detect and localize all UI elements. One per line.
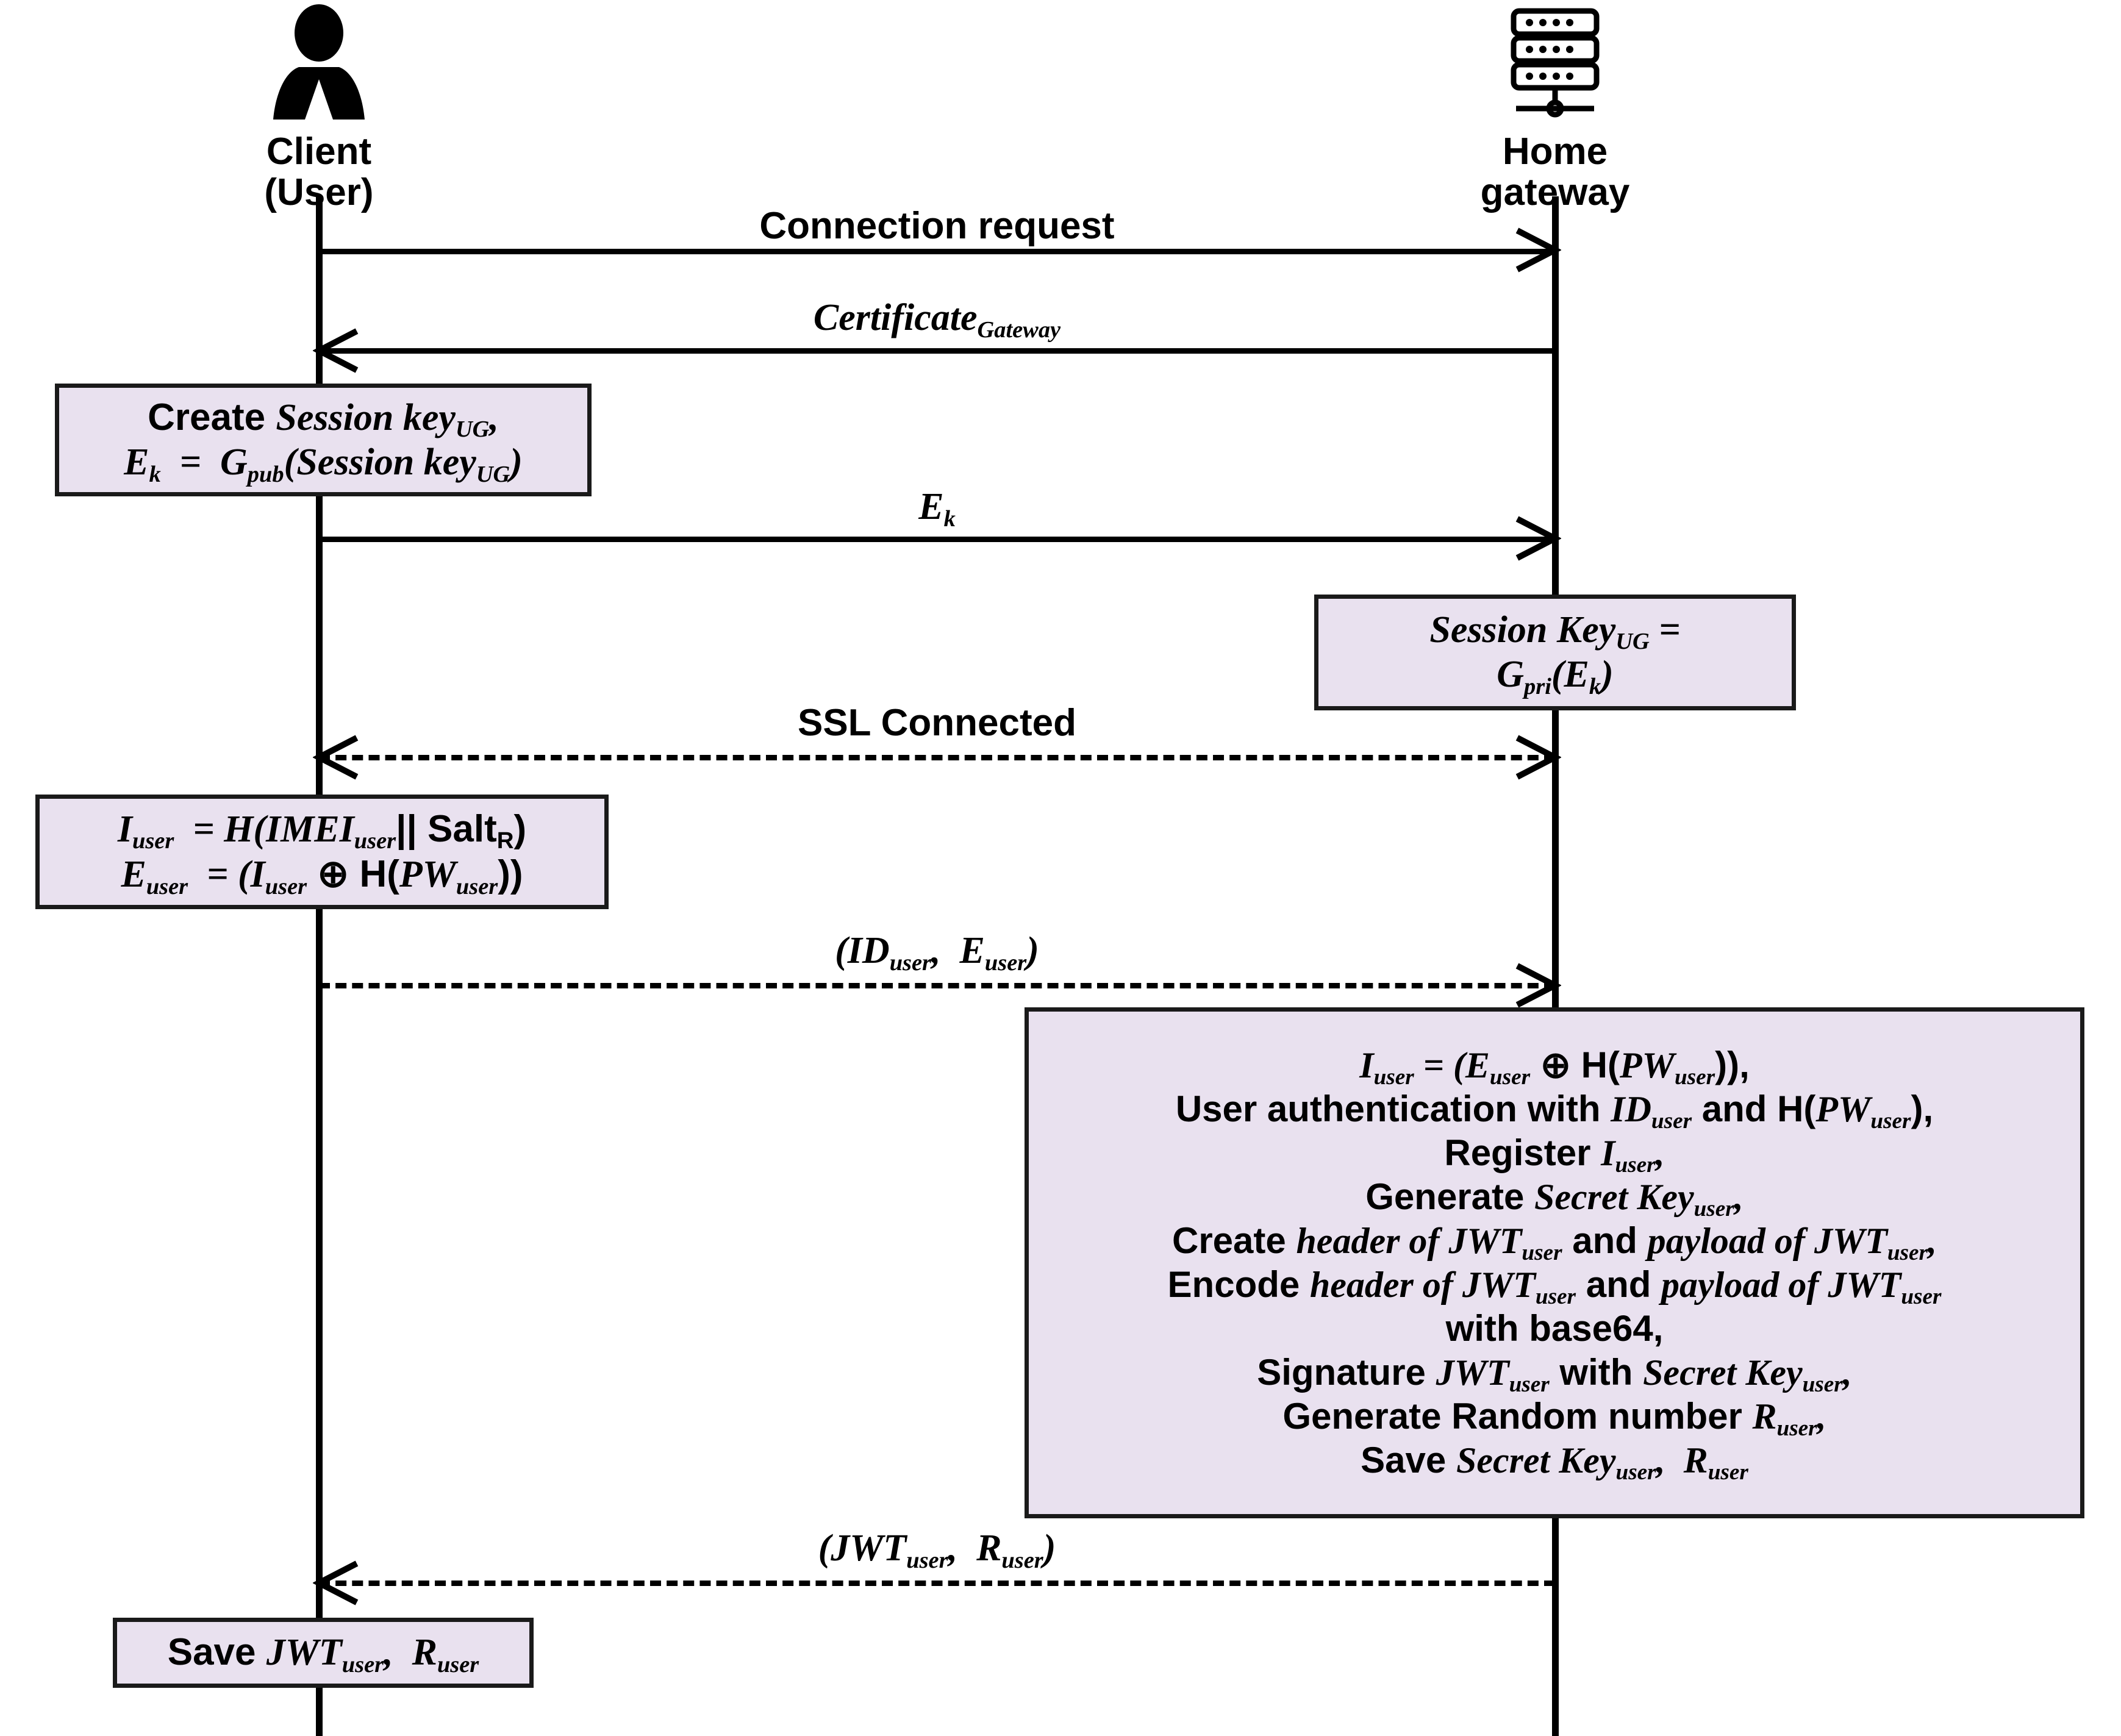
message-line-id-euser [319, 983, 1555, 988]
message-line-jwt-ruser [319, 1581, 1555, 1586]
note-line: Iuser = (Euser ⊕ H(PWuser)), [1359, 1045, 1750, 1090]
note-gateway-processing: Iuser = (Euser ⊕ H(PWuser)), User authen… [1025, 1007, 2084, 1518]
note-client-save: Save JWTuser, Ruser [113, 1618, 534, 1688]
lifeline-client [316, 196, 323, 1736]
actor-client: Client (User) [136, 4, 502, 213]
note-line: Save JWTuser, Ruser [167, 1631, 479, 1677]
note-line: User authentication with IDuser and H(PW… [1175, 1088, 1934, 1134]
actor-gateway-label-line1: Home [1502, 130, 1608, 173]
message-label-jwt-ruser: (JWTuser, Ruser) [818, 1527, 1056, 1573]
message-line-ssl-connected [319, 755, 1555, 760]
server-rack-icon [1372, 4, 1738, 132]
note-line: Create header of JWTuser and payload of … [1172, 1220, 1937, 1266]
actor-home-gateway: Home gateway [1372, 4, 1738, 213]
note-line: Gpri(Ek) [1497, 654, 1614, 699]
note-line: Create Session keyUG, [148, 396, 499, 443]
note-line: Generate Secret Keyuser, [1365, 1176, 1744, 1222]
message-label-ek: Ek [918, 486, 956, 532]
note-client-session-key: Create Session keyUG, Ek = Gpub(Session … [55, 384, 592, 496]
note-line: Save Secret Keyuser, Ruser [1361, 1440, 1748, 1485]
message-label-ssl-connected: SSL Connected [797, 702, 1077, 744]
note-line: Ek = Gpub(Session keyUG) [124, 441, 523, 487]
message-line-connection-request [319, 249, 1555, 254]
note-client-iuser: Iuser = H(IMEIuser|| SaltR) Euser = (Ius… [35, 795, 609, 909]
message-line-certificate-gateway [319, 348, 1555, 354]
message-line-ek [319, 537, 1555, 542]
lifeline-gateway [1552, 196, 1559, 1736]
actor-client-label-line1: Client [266, 130, 372, 173]
note-line: with base64, [1445, 1308, 1664, 1349]
note-line: Signature JWTuser with Secret Keyuser, [1257, 1352, 1852, 1398]
note-line: Euser = (Iuser ⊕ H(PWuser)) [121, 853, 523, 899]
user-person-icon [136, 4, 502, 132]
note-line: Encode header of JWTuser and payload of … [1167, 1264, 1942, 1310]
message-label-certificate-gateway: CertificateGateway [813, 297, 1061, 343]
note-line: Session KeyUG = [1429, 609, 1681, 655]
message-label-id-euser: (IDuser, Euser) [835, 930, 1039, 976]
note-line: Register Iuser, [1444, 1132, 1665, 1178]
message-label-connection-request: Connection request [759, 205, 1115, 247]
note-line: Iuser = H(IMEIuser|| SaltR) [117, 807, 527, 854]
note-line: Generate Random number Ruser, [1282, 1396, 1826, 1441]
note-gateway-session-key: Session KeyUG = Gpri(Ek) [1314, 595, 1796, 710]
